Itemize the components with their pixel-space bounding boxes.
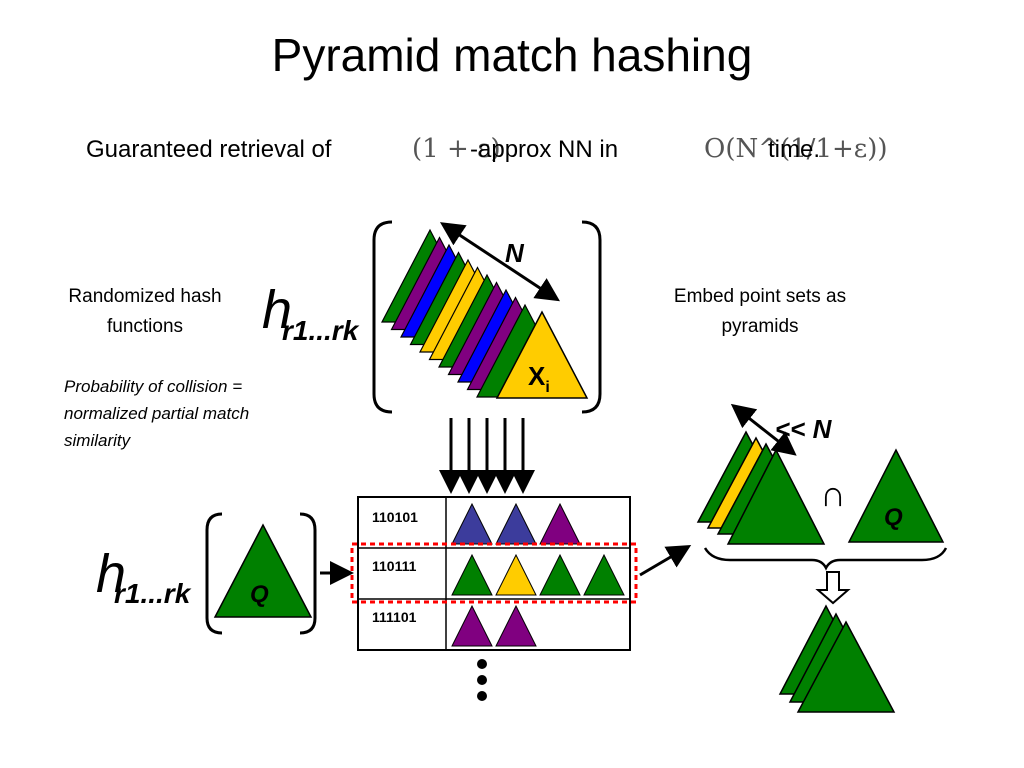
subtitle-suffix: time. <box>768 136 821 163</box>
down-arrows <box>439 418 535 494</box>
left-caption: Randomized hash functions <box>68 286 222 337</box>
hash-function-top: h r1...rk <box>262 280 360 346</box>
h-subscript: r1...rk <box>282 315 360 346</box>
bucket-code-3: 111101 <box>372 609 417 625</box>
bucket-item-pyramid <box>583 553 625 596</box>
bucket-item-pyramid <box>539 553 581 596</box>
label-n: N <box>505 238 525 268</box>
result-down-arrow <box>815 571 851 605</box>
bracket-left-top <box>372 220 393 414</box>
probability-note: Probability of collision = normalized pa… <box>64 377 250 450</box>
subtitle-middle: -approx NN in <box>470 136 619 163</box>
bucket-item-pyramid <box>495 604 537 647</box>
underbrace <box>703 547 948 571</box>
label-xi: Xi <box>528 361 550 396</box>
label-less-n: << N <box>775 414 833 444</box>
bucket-item-pyramid <box>451 604 493 647</box>
result-stack <box>778 604 896 713</box>
h-subscript-q: r1...rk <box>114 578 192 609</box>
subtitle-prefix: Guaranteed retrieval of <box>86 136 332 163</box>
bucket-item-pyramid <box>495 553 537 596</box>
math-epsilon-approx: (1 + ε) <box>412 134 501 164</box>
hash-function-query: h r1...rk <box>96 544 192 609</box>
math-big-o: O(N^(1/1+ε)) <box>704 134 888 164</box>
query-pyramid <box>213 523 313 618</box>
continuation-dots <box>477 659 487 701</box>
bucket-code-1: 110101 <box>372 509 418 525</box>
pyramid-stack: Xi <box>381 228 589 399</box>
label-q-right: Q <box>884 504 903 531</box>
n-span-arrow <box>439 222 561 302</box>
right-caption: Embed point sets as pyramids <box>673 286 847 337</box>
h-symbol: h <box>262 280 292 340</box>
xi-pyramid <box>495 310 589 399</box>
h-symbol-q: h <box>96 544 126 604</box>
hash-table: 110101 110111 111101 <box>350 496 638 651</box>
label-q: Q <box>250 581 269 608</box>
bracket-left-q <box>205 512 223 635</box>
bracket-right-top <box>581 220 602 414</box>
less-n-span-arrow <box>730 403 797 456</box>
bracket-right-q <box>299 512 317 635</box>
bucket-item-pyramid <box>451 553 493 596</box>
bucket-code-2: 110111 <box>372 558 417 574</box>
table-to-match-arrow <box>639 544 692 577</box>
intersection-symbol: ∩ <box>820 473 846 514</box>
slide-title: Pyramid match hashing <box>271 29 753 81</box>
matched-stack <box>696 430 826 545</box>
query-pyramid-right <box>847 448 945 543</box>
